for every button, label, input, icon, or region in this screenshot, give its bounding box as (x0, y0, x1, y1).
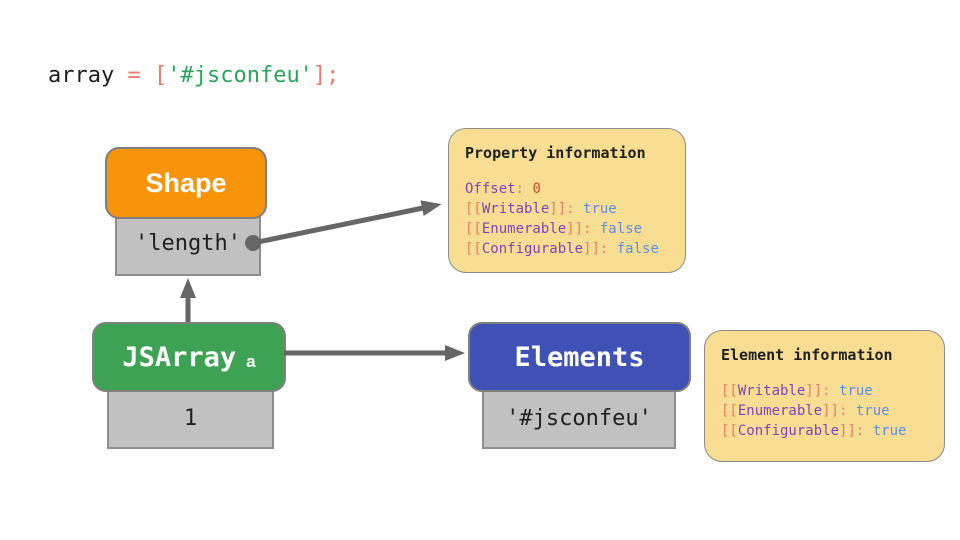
token: ]] (822, 403, 840, 419)
property-panel-lines: Offset: 0 [[Writable]]: true [[Enumerabl… (465, 179, 669, 259)
token: false (599, 221, 643, 237)
element-line-enumerable: [[Enumerable]]: true (721, 401, 928, 421)
token: ]] (566, 221, 584, 237)
token: true (855, 403, 890, 419)
element-line-writable: [[Writable]]: true (721, 381, 928, 401)
element-panel-lines: [[Writable]]: true [[Enumerable]]: true … (721, 381, 928, 441)
elements-slot-value: '#jsconfeu' (482, 388, 676, 449)
token: false (616, 241, 659, 257)
elements-slot-string: '#jsconfeu' (506, 406, 652, 431)
property-information-panel: Property information Offset: 0 [[Writabl… (448, 128, 686, 273)
token: [[ (465, 241, 482, 257)
property-line-offset: Offset: 0 (465, 179, 669, 199)
shape-slot-value: 'length' (135, 231, 241, 256)
token: Configurable (481, 241, 584, 257)
code-token-close-bracket: ]; (312, 63, 340, 88)
token: true (839, 383, 873, 399)
token: : (515, 181, 533, 197)
jsarray-instance-label: a (246, 352, 256, 371)
code-token-open-bracket: [ (153, 63, 168, 88)
code-token-equals: = (127, 63, 154, 88)
property-line-enumerable: [[Enumerable]]: false (465, 219, 669, 239)
token: true (872, 423, 907, 439)
shape-node: Shape (105, 147, 267, 219)
shape-node-label: Shape (145, 167, 227, 198)
token: ]] (805, 383, 823, 399)
code-snippet: array = ['#jsconfeu']; (48, 63, 339, 88)
jsarray-node-label: JSArray (122, 341, 237, 373)
element-panel-title: Element information (721, 346, 893, 364)
shape-slot-length: 'length' (115, 211, 261, 276)
token: [[ (721, 383, 738, 399)
code-token-string: '#jsconfeu' (167, 63, 313, 88)
property-panel-title: Property information (465, 144, 646, 162)
token: : (583, 221, 600, 237)
token: ]] (839, 423, 856, 439)
code-token-variable: array (48, 63, 128, 88)
token: : (599, 241, 617, 257)
token: : (839, 403, 856, 419)
token: Configurable (737, 423, 840, 439)
token: true (583, 201, 617, 217)
token: : (822, 383, 840, 399)
element-line-configurable: [[Configurable]]: true (721, 421, 928, 441)
token: ]] (583, 241, 600, 257)
token: [[ (465, 201, 482, 217)
elements-node-label: Elements (514, 341, 645, 373)
token: Offset (465, 181, 516, 197)
token: Writable (481, 201, 550, 217)
jsarray-slot-value: 1 (107, 388, 274, 449)
token: 0 (532, 181, 541, 197)
property-line-configurable: [[Configurable]]: false (465, 239, 669, 259)
property-line-writable: [[Writable]]: true (465, 199, 669, 219)
element-information-panel: Element information [[Writable]]: true [… (704, 330, 945, 462)
token: [[ (721, 403, 738, 419)
jsarray-node-label-row: JSArray a (122, 342, 255, 373)
token: ]] (549, 201, 567, 217)
elements-node: Elements (468, 322, 691, 392)
jsarray-slot-number: 1 (183, 406, 198, 431)
token: Enumerable (737, 403, 823, 419)
token: Writable (737, 383, 806, 399)
token: [[ (465, 221, 482, 237)
token: [[ (721, 423, 738, 439)
token: : (855, 423, 873, 439)
jsarray-node: JSArray a (92, 322, 286, 392)
arrow-length-to-property-info (252, 200, 442, 246)
token: Enumerable (481, 221, 567, 237)
token: : (566, 201, 584, 217)
